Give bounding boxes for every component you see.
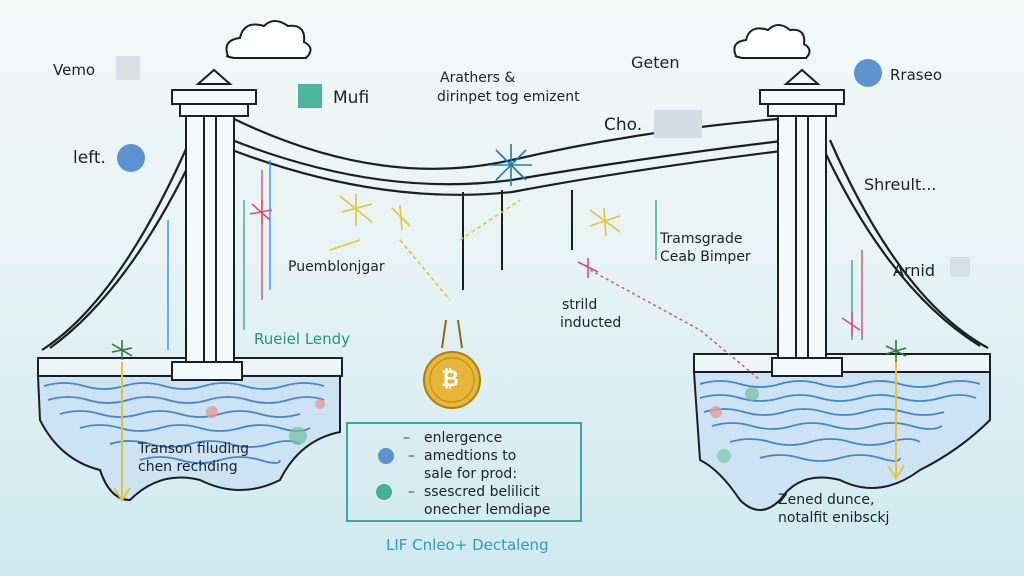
legend-dash: –	[403, 430, 410, 446]
bottom-title: LIF Cnleo+ Dectaleng	[386, 536, 549, 554]
legend-row: enlergence	[424, 430, 503, 446]
legend-dash: –	[408, 484, 415, 500]
bitcoin-coin-icon	[423, 319, 481, 409]
label-puemblonjgar: Puemblonjgar	[288, 259, 385, 275]
label-dirinpet: dirinpet tog emizent	[437, 89, 580, 105]
legend-box	[346, 422, 582, 522]
label-geten: Geten	[631, 53, 680, 72]
legend-blue-dot	[378, 448, 394, 464]
cloud-icon	[733, 24, 811, 59]
sparkle-icon	[490, 144, 532, 186]
label-chen: chen rechding	[138, 459, 238, 475]
label-transgrade: Tramsgrade	[660, 231, 743, 247]
sparkle-icon	[329, 194, 621, 301]
label-ceab: Ceab Bimper	[660, 249, 751, 265]
label-zened: Zened dunce,	[778, 492, 875, 508]
legend-row: onecher lemdiape	[424, 502, 551, 518]
label-rraseo: Rraseo	[890, 66, 943, 84]
right-tower	[759, 68, 845, 377]
left-tower	[171, 68, 257, 381]
label-mufi: Mufi	[333, 88, 370, 108]
label-inducted: inducted	[560, 315, 622, 331]
label-arathers: Arathers &	[440, 70, 516, 86]
label-transon: Transon filuding	[138, 441, 250, 457]
label-vemo: Vemo	[53, 61, 96, 79]
legend-dash: –	[408, 448, 415, 464]
cloud-icon	[225, 20, 312, 59]
label-left: left.	[73, 148, 106, 168]
legend-green-dot	[376, 484, 392, 500]
label-cho: Cho.	[604, 115, 643, 135]
legend-row: sale for prod:	[424, 466, 518, 482]
water-right	[692, 371, 991, 511]
teal-square	[298, 84, 322, 108]
grey-square	[654, 110, 702, 138]
water-left	[36, 375, 341, 502]
grey-square	[116, 56, 140, 80]
grey-square	[950, 257, 970, 277]
legend-row: ssescred belilicit	[424, 484, 540, 500]
label-shreult: Shreult...	[864, 175, 937, 194]
legend-row: amedtions to	[424, 448, 517, 464]
label-notalfit: notalfit enibsckj	[778, 510, 890, 526]
label-rueiel: Rueiel Lendy	[254, 330, 351, 348]
label-arnid: Arnid	[893, 261, 935, 280]
blue-dot	[854, 59, 882, 87]
blue-dot	[117, 144, 145, 172]
label-strild: strild	[562, 297, 598, 313]
bitcoin-symbol: ₿	[441, 367, 459, 392]
